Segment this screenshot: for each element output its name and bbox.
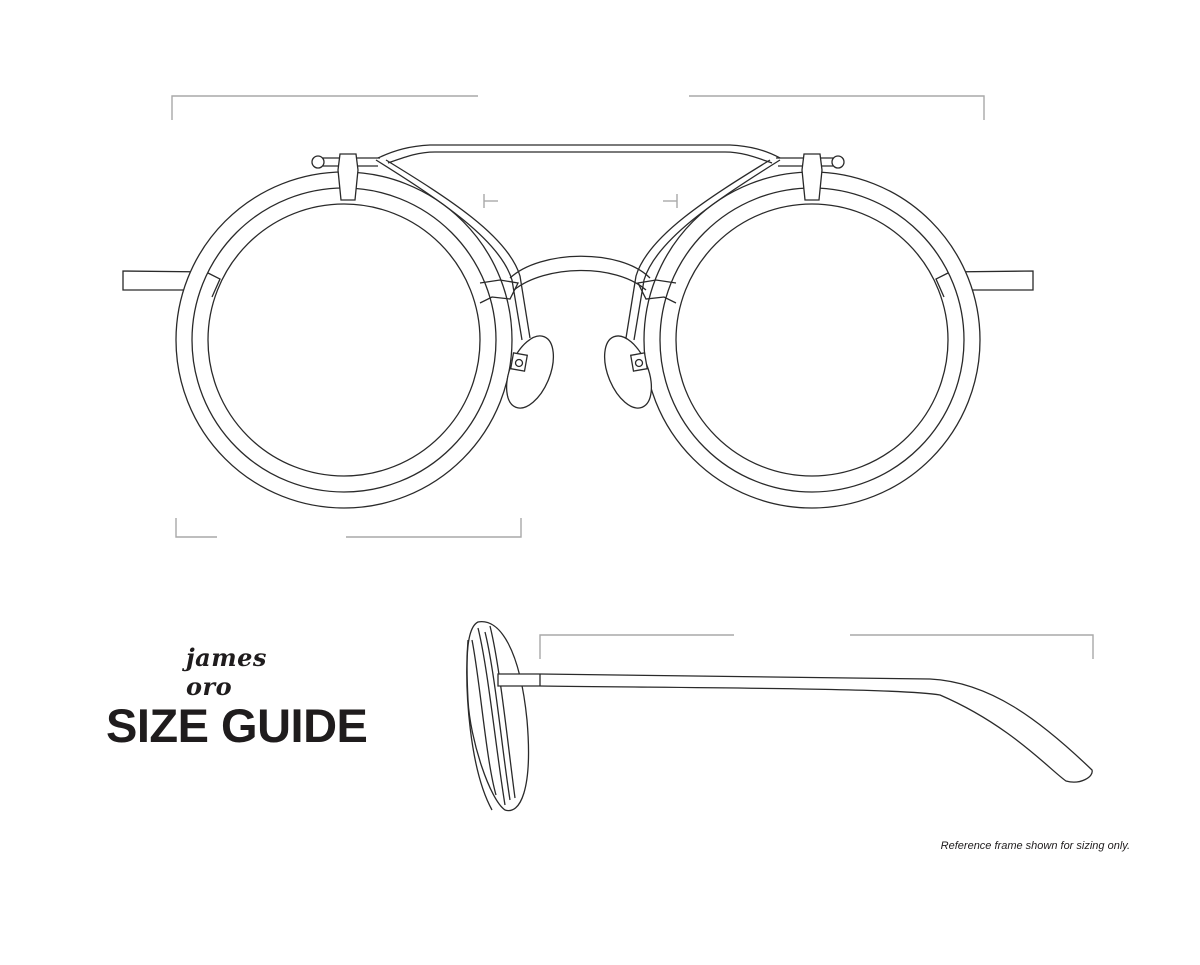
pad-arm-left (375, 159, 531, 341)
reference-note: Reference frame shown for sizing only. (940, 840, 1130, 852)
temple-length-bracket (539, 634, 1094, 659)
nose-bridge (509, 255, 651, 291)
lens-right (637, 171, 981, 509)
nose-pad-left (505, 335, 555, 409)
frame-width-bracket (171, 95, 985, 120)
page-title: SIZE GUIDE (106, 699, 368, 752)
clip-left (311, 153, 380, 201)
side-view (466, 621, 1094, 812)
top-bar (377, 144, 781, 164)
front-view (122, 95, 1034, 538)
bridge-width-marker (483, 194, 678, 208)
clip-right (776, 153, 845, 201)
lens-width-bracket (175, 518, 522, 538)
temple-arm (497, 673, 1093, 783)
lens-left (175, 171, 519, 509)
nose-pad-right (603, 335, 653, 409)
pad-arm-right (625, 159, 781, 341)
brand-logo: james oro (186, 643, 267, 701)
lens-side-profile (466, 621, 530, 812)
